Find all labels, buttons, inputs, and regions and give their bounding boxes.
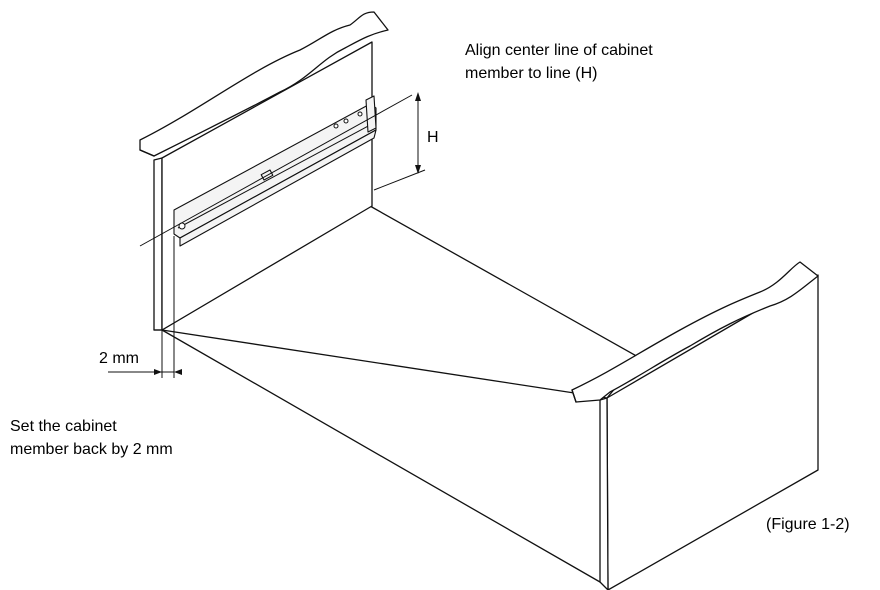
setback-instruction-line-1: Set the cabinet [10,418,117,435]
right-side-panel-edge [599,397,609,590]
setback-arrow [154,369,162,375]
center-line [139,94,413,247]
cabinet-member-lower-flange [179,129,377,247]
mounting-hole [343,118,349,124]
right-top-board [571,261,819,403]
setback-instruction-line-2: member back by 2 mm [10,441,173,458]
reference-line [373,169,426,191]
mounting-hole [333,123,339,129]
mounting-hole [357,111,363,117]
left-side-panel-front [153,157,163,331]
h-arrow-bottom [415,165,421,174]
h-dimension-label: H [427,129,439,146]
setback-arrow-right [174,369,182,375]
rail-rear-bracket [365,95,377,133]
align-instruction-line-1: Align center line of cabinet [465,42,653,59]
offset-dimension-label: 2 mm [99,350,139,367]
figure-caption: (Figure 1-2) [766,516,850,533]
h-arrow-top [415,92,421,101]
left-top-board [139,11,389,157]
align-instruction-line-2: member to line (H) [465,65,598,82]
